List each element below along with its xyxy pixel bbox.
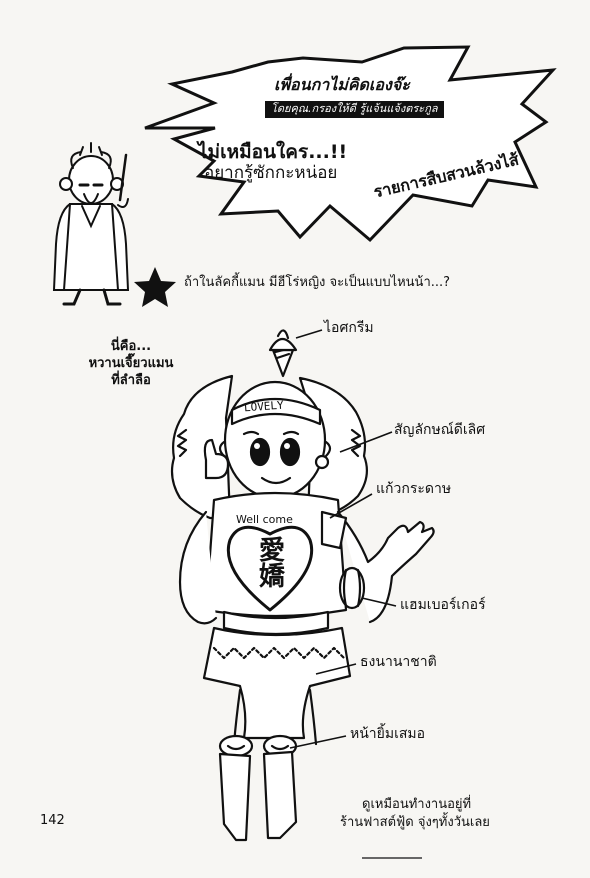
chest-glyph-2: 嬌 — [258, 562, 285, 592]
page-number: 142 — [40, 813, 65, 828]
callout-lines — [289, 329, 397, 749]
tagline-main: ไม่เหมือนใคร...!! — [198, 141, 348, 163]
callout-smile-face: หน้ายิ้มเสมอ — [350, 726, 426, 742]
intro-caption: นี่คือ... หวานเจี๊ยวแมน ที่ลำลือ — [66, 339, 196, 390]
footer-caption-line-1: ดูเหมือนทำงานอยู่ที่ — [362, 797, 472, 812]
hero-figure — [170, 329, 435, 842]
tagline-sub: อยากรู้ซักกะหน่อย — [204, 163, 338, 183]
professor-character — [52, 142, 130, 306]
intro-line-3: ที่ลำลือ — [111, 372, 151, 388]
headline: เพื่อนกาไม่คิดเองจ๊ะ — [274, 75, 410, 94]
callout-ice-cream: ไอศกรีม — [324, 320, 374, 336]
starburst-balloon — [144, 45, 557, 243]
footer-caption-line-2: ร้านฟาสต์ฟู้ด จุ่งๆทั้งวันเลย — [340, 814, 490, 830]
shirt-text: Well come — [236, 513, 293, 526]
callout-hamburger: แฮมเบอร์เกอร์ — [400, 597, 486, 613]
credits-bar: โดยคุณ.กรองให้ดี รู้แจ้นแจ้งตระกูล — [265, 101, 444, 118]
chest-glyphs: 愛 嬌 — [250, 538, 294, 590]
callout-paper-cup: แก้วกระดาษ — [376, 481, 452, 497]
star-icon — [134, 267, 176, 307]
intro-line-2: หวานเจี๊ยวแมน — [88, 355, 174, 371]
callout-flag: ธงนานาชาติ — [360, 654, 437, 670]
intro-line-1: นี่คือ... — [110, 339, 152, 354]
callout-symbol: สัญลักษณ์ดีเลิศ — [394, 422, 486, 438]
chest-glyph-1: 愛 — [258, 536, 285, 566]
footer-caption: ดูเหมือนทำงานอยู่ที่ ร้านฟาสต์ฟู้ด จุ่งๆ… — [340, 796, 540, 831]
question-text: ถ้าในลัคกี้แมน มีฮีโร่หญิง จะเป็นแบบไหนน… — [184, 275, 451, 290]
